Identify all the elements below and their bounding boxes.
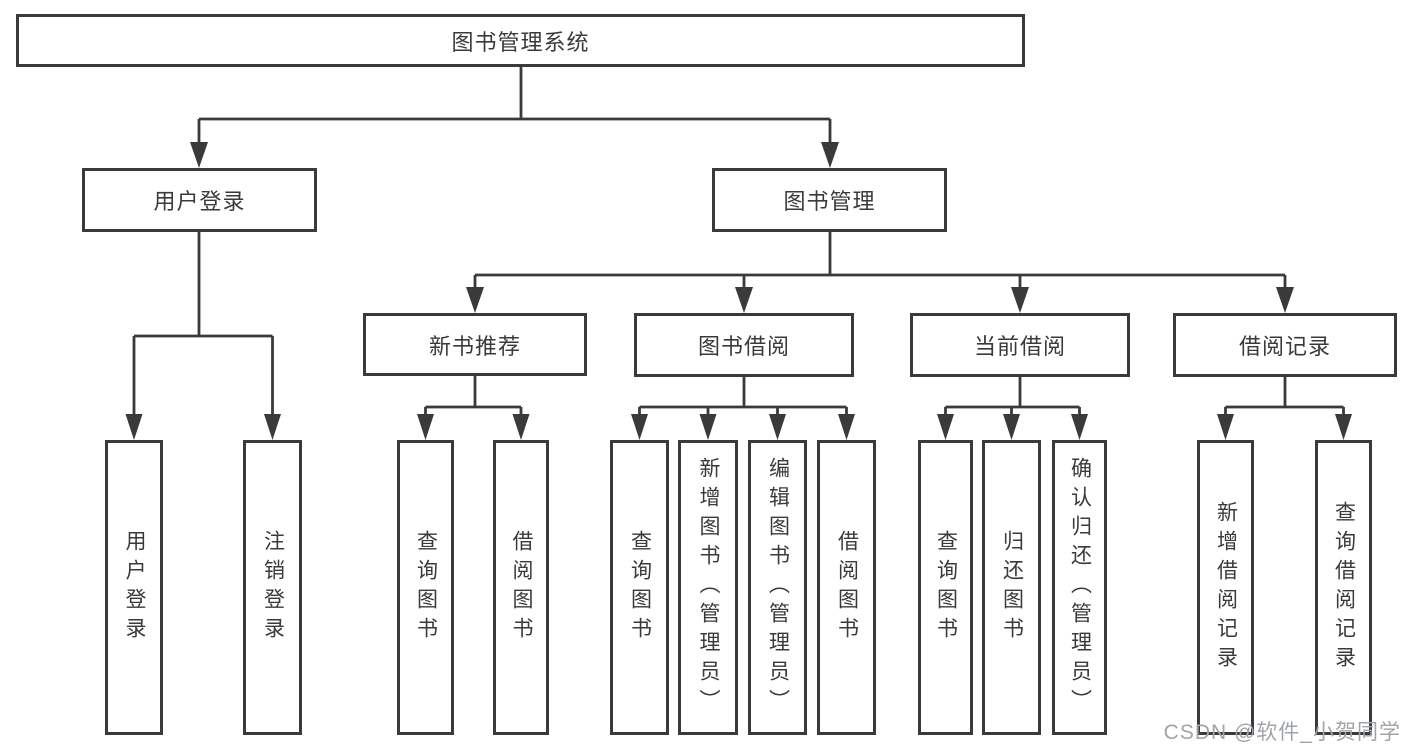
leaf-return-books: 归还图书	[982, 440, 1041, 735]
leaf-add-books-admin: 新增图书（管理员）	[678, 440, 738, 735]
leaf-borrow-books-recommend: 借阅图书	[493, 440, 549, 735]
leaf-query-books-recommend: 查询图书	[397, 440, 454, 735]
leaf-edit-books-admin: 编辑图书（管理员）	[748, 440, 807, 735]
node-borrowing-records: 借阅记录	[1173, 313, 1397, 377]
node-library-management-system: 图书管理系统	[16, 14, 1025, 67]
node-current-borrowing: 当前借阅	[910, 313, 1130, 377]
node-user-login: 用户登录	[82, 168, 317, 232]
leaf-borrow-books-borrowing: 借阅图书	[817, 440, 876, 735]
node-book-management: 图书管理	[712, 168, 947, 232]
node-book-borrowing: 图书借阅	[634, 313, 854, 377]
leaf-logout-login: 注销登录	[243, 440, 302, 735]
leaf-query-borrow-record: 查询借阅记录	[1315, 440, 1372, 735]
watermark: CSDN @软件_小贺同学	[1163, 721, 1401, 744]
leaf-confirm-return-admin: 确认归还（管理员）	[1052, 440, 1107, 735]
node-new-book-recommendation: 新书推荐	[363, 313, 587, 376]
leaf-user-login: 用户登录	[105, 440, 163, 735]
leaf-add-borrow-record: 新增借阅记录	[1197, 440, 1254, 735]
leaf-query-books-borrowing: 查询图书	[610, 440, 669, 735]
leaf-query-books-current: 查询图书	[918, 440, 973, 735]
